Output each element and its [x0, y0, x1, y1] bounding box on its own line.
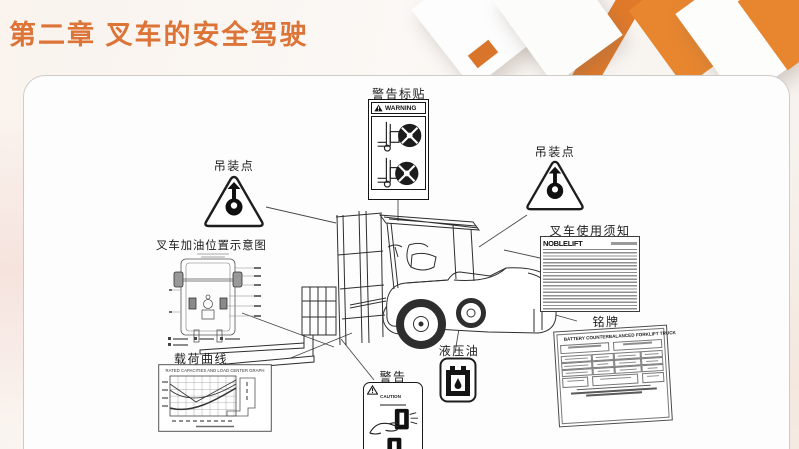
microtext-line — [623, 341, 652, 346]
legend-item — [194, 337, 214, 340]
microtext-line — [611, 242, 637, 245]
schematic-legend — [168, 337, 264, 346]
table-cell — [640, 363, 664, 372]
nameplate-field — [641, 371, 665, 383]
hook-icon — [221, 182, 243, 221]
table-cell — [561, 367, 593, 377]
forklift-tipover-pictogram — [377, 157, 418, 188]
caution-sticker-header: CAUTION — [367, 385, 419, 406]
page-title: 第二章 叉车的安全驾驶 — [9, 20, 309, 50]
microtext-line — [568, 344, 602, 349]
nameplate-label: 铭牌 — [592, 315, 620, 329]
usage-notice-label: 叉车使用须知 — [549, 224, 631, 238]
legend-item — [168, 343, 188, 346]
load-curve-chart-title: RATED CAPACITIES AND LOAD CENTER GRAPH — [166, 368, 265, 373]
hydraulic-oil-icon — [439, 357, 477, 403]
microtext-line — [380, 404, 406, 406]
warning-sticker-label: 警告标贴 — [371, 87, 426, 101]
nameplate-field — [592, 373, 639, 386]
nameplate-inner: BATTERY COUNTERBALANCED FORKLIFT TRUCK — [556, 327, 676, 425]
refuel-position-schematic — [169, 253, 261, 343]
table-cell — [614, 364, 642, 374]
lifting-point-right-label: 吊装点 — [534, 145, 576, 159]
usage-notice-text-block — [543, 252, 637, 310]
warning-triangle-icon — [367, 385, 378, 395]
nameplate-sticker: BATTERY COUNTERBALANCED FORKLIFT TRUCK — [553, 324, 676, 428]
hydraulic-oil-label: 液压油 — [438, 344, 480, 358]
brand-logo: NOBLELIFT — [543, 239, 583, 248]
forklift-drawing — [199, 210, 557, 371]
warning-sticker: WARNING — [368, 99, 429, 200]
nameplate-field — [562, 376, 590, 388]
crane-hook-sign — [526, 160, 584, 211]
forklift-tipover-pictogram — [377, 121, 421, 152]
usage-notice-sticker: NOBLELIFT — [540, 236, 640, 312]
crane-hook-sign — [204, 175, 264, 228]
warning-sticker-header: WARNING — [371, 102, 426, 114]
table-cell — [592, 366, 615, 375]
warning-triangle-icon — [374, 104, 383, 112]
hydraulic-oil-sign — [438, 356, 478, 404]
hook-icon — [542, 166, 564, 204]
usage-notice-header: NOBLELIFT — [543, 239, 637, 250]
lifting-point-left-label: 吊装点 — [213, 159, 255, 173]
legend-item — [168, 337, 188, 340]
warning-sticker-header-text: WARNING — [385, 104, 417, 112]
caution-header-text: CAUTION — [380, 394, 401, 399]
refuel-diagram-label: 叉车加油位置示意图 — [156, 240, 267, 252]
caution-label: 警告 — [379, 370, 407, 384]
legend-item — [220, 337, 240, 340]
load-curve-chart: RATED CAPACITIES AND LOAD CENTER GRAPH — [158, 364, 272, 432]
hand-pinch-pictogram — [369, 408, 419, 449]
load-curve-label: 载荷曲线 — [174, 352, 229, 366]
warning-sticker-body — [371, 116, 426, 190]
caution-sticker: CAUTION — [363, 382, 423, 449]
